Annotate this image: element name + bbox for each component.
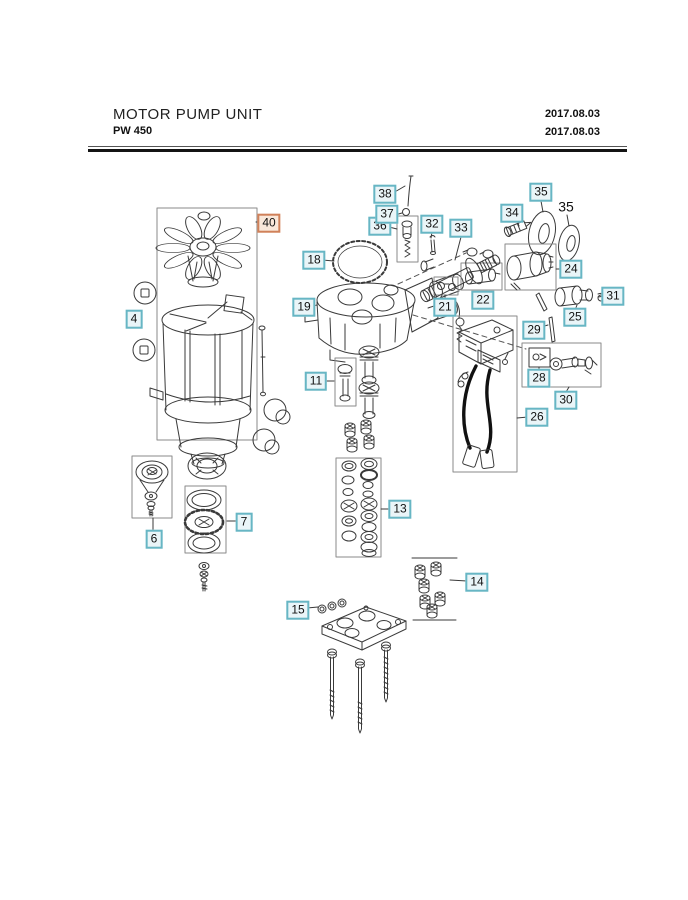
valve36-drawing bbox=[396, 175, 419, 263]
part-callout-25[interactable]: 25 bbox=[563, 307, 587, 327]
harness26-drawing bbox=[452, 315, 518, 473]
part22-drawing bbox=[460, 262, 503, 291]
pulley6-drawing bbox=[131, 455, 173, 519]
part-callout-28[interactable]: 28 bbox=[527, 368, 551, 388]
part-callout-15[interactable]: 15 bbox=[286, 600, 310, 620]
header-rule-thin bbox=[88, 146, 627, 147]
plugs-drawing bbox=[344, 419, 375, 453]
part-callout-14[interactable]: 14 bbox=[465, 572, 489, 592]
part-callout-19[interactable]: 19 bbox=[292, 297, 316, 317]
part-callout-13[interactable]: 13 bbox=[388, 499, 412, 519]
part-callout-21[interactable]: 21 bbox=[433, 297, 457, 317]
model-label: PW 450 bbox=[113, 125, 153, 137]
coupler24-drawing bbox=[504, 243, 557, 291]
unloader30-drawing bbox=[521, 342, 602, 388]
valvekit14-drawing bbox=[411, 557, 458, 621]
head15-drawing bbox=[317, 598, 407, 734]
fan-drawing bbox=[155, 211, 251, 288]
part-callout-11[interactable]: 11 bbox=[304, 371, 328, 391]
crankshaft-drawing bbox=[420, 254, 501, 303]
part-callout-30[interactable]: 30 bbox=[554, 390, 578, 410]
part-callout-34[interactable]: 34 bbox=[500, 203, 524, 223]
page-title: MOTOR PUMP UNIT bbox=[113, 106, 263, 123]
part-callout-37[interactable]: 37 bbox=[375, 204, 399, 224]
part-callout-35-alt: 35 bbox=[558, 198, 574, 215]
date-top: 2017.08.03 bbox=[544, 108, 600, 120]
date-bottom: 2017.08.03 bbox=[544, 126, 600, 138]
o-ring-drawing bbox=[332, 240, 388, 284]
motor-drawing bbox=[132, 281, 291, 469]
bearing7-drawing bbox=[183, 452, 227, 592]
part-callout-29[interactable]: 29 bbox=[522, 320, 546, 340]
part-callout-35[interactable]: 35 bbox=[529, 182, 553, 202]
rings35-drawing bbox=[527, 210, 580, 262]
group-box-4 bbox=[156, 207, 258, 441]
header-rule-thick bbox=[88, 149, 627, 152]
part-callout-6[interactable]: 6 bbox=[145, 529, 163, 549]
part-callout-26[interactable]: 26 bbox=[525, 407, 549, 427]
sealkit13-drawing bbox=[335, 457, 382, 558]
part-callout-24[interactable]: 24 bbox=[559, 259, 583, 279]
part-callout-38[interactable]: 38 bbox=[373, 184, 397, 204]
part-callout-32[interactable]: 32 bbox=[420, 214, 444, 234]
part-callout-7[interactable]: 7 bbox=[235, 512, 253, 532]
part-callout-22[interactable]: 22 bbox=[471, 290, 495, 310]
part-callout-4[interactable]: 4 bbox=[125, 309, 143, 329]
bolt34-drawing bbox=[503, 220, 532, 238]
leader-lines bbox=[152, 185, 606, 609]
pin32-drawing bbox=[429, 235, 436, 255]
part-callout-31[interactable]: 31 bbox=[601, 286, 625, 306]
part-callout-33[interactable]: 33 bbox=[449, 218, 473, 238]
part-callout-18[interactable]: 18 bbox=[302, 250, 326, 270]
piston11-drawing bbox=[334, 345, 380, 419]
part-callout-40[interactable]: 40 bbox=[257, 213, 281, 233]
